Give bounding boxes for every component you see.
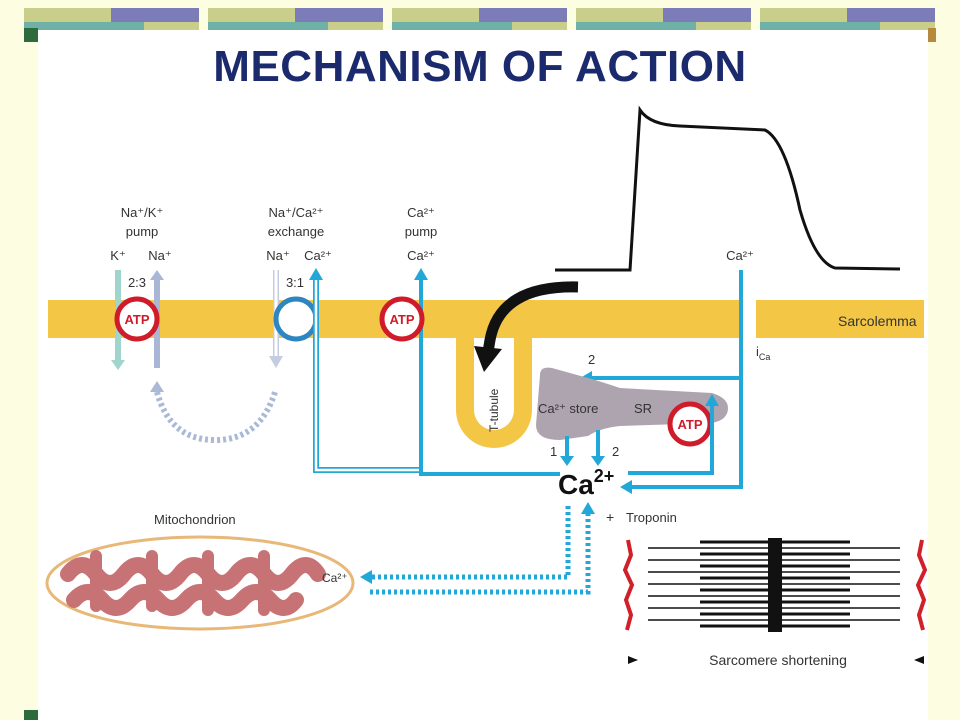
exchanger-ca-pathway [309, 268, 423, 473]
i-ca-label: iCa [756, 344, 770, 362]
na-ion-pump-label: Na⁺ [148, 248, 171, 263]
pump-ratio-label: 2:3 [128, 275, 146, 290]
header-tile-4 [576, 8, 751, 30]
right-edge-marker [928, 28, 936, 42]
sr-release-arrows [560, 430, 605, 466]
atp-pump-2 [379, 296, 425, 342]
sodium-recycle-arrow [154, 391, 278, 444]
header-tile-5 [760, 8, 935, 30]
title-bar-decoration [0, 0, 960, 44]
slide-title: MECHANISM OF ACTION [213, 42, 747, 91]
troponin-label: Troponin [626, 510, 677, 525]
bottom-edge-marker [24, 710, 38, 720]
t-tubule-label: T-tubule [487, 388, 501, 432]
exchange-sublabel: exchange [268, 224, 324, 239]
depolarization-arrow [474, 281, 579, 372]
ca-pump-arrowhead [414, 268, 428, 280]
na-ion-exchange-label: Na⁺ [266, 248, 289, 263]
cytosolic-calcium-label: Ca2+ [558, 466, 614, 500]
ca-pump-label: Ca²⁺ [407, 205, 435, 220]
sarcomere [622, 538, 928, 664]
sr-reuptake-arrow [628, 394, 719, 475]
atp-label-1: ATP [124, 312, 149, 327]
step-1-label: 1 [550, 444, 557, 459]
mitochondrial-calcium-label: Ca²⁺ [322, 571, 348, 585]
header-tile-2 [208, 8, 383, 30]
step-2-top-label: 2 [588, 352, 595, 367]
plus-sign: + [606, 509, 614, 525]
sarcolemma-label: Sarcolemma [838, 313, 917, 329]
ca-ion-pump-label: Ca²⁺ [407, 248, 435, 263]
sarcolemma-membrane [48, 300, 924, 448]
mitochondrial-calcium-uptake-arrows [360, 502, 595, 595]
ca-store-label: Ca²⁺ store [538, 401, 598, 416]
sarcomere-shortening-label: Sarcomere shortening [709, 652, 847, 668]
ca-ion-exchange-label: Ca²⁺ [304, 248, 332, 263]
atp-pump-1 [114, 296, 160, 342]
step-2-bottom-label: 2 [612, 444, 619, 459]
header-tile-1 [24, 8, 199, 30]
mitochondrion-label: Mitochondrion [154, 512, 236, 527]
na-k-pump-sublabel: pump [126, 224, 159, 239]
mitochondrion [45, 535, 355, 631]
exchange-ratio-label: 3:1 [286, 275, 304, 290]
action-potential-curve [555, 105, 901, 272]
k-ion-label: K⁺ [110, 248, 126, 263]
ca-pump-pathway [419, 278, 560, 476]
atp-label-3: ATP [677, 417, 702, 432]
header-tile-3 [392, 8, 567, 30]
ca-pump-sublabel: pump [405, 224, 438, 239]
sr-label: SR [634, 401, 652, 416]
atp-label-2: ATP [389, 312, 414, 327]
na-ca-exchanger [273, 296, 319, 342]
ca-channel-label: Ca²⁺ [726, 248, 754, 263]
sodium-recycle-arrowhead [150, 381, 164, 392]
left-edge-marker [24, 28, 38, 42]
na-k-pump-label: Na⁺/K⁺ [121, 205, 164, 220]
exchange-label: Na⁺/Ca²⁺ [269, 205, 324, 220]
